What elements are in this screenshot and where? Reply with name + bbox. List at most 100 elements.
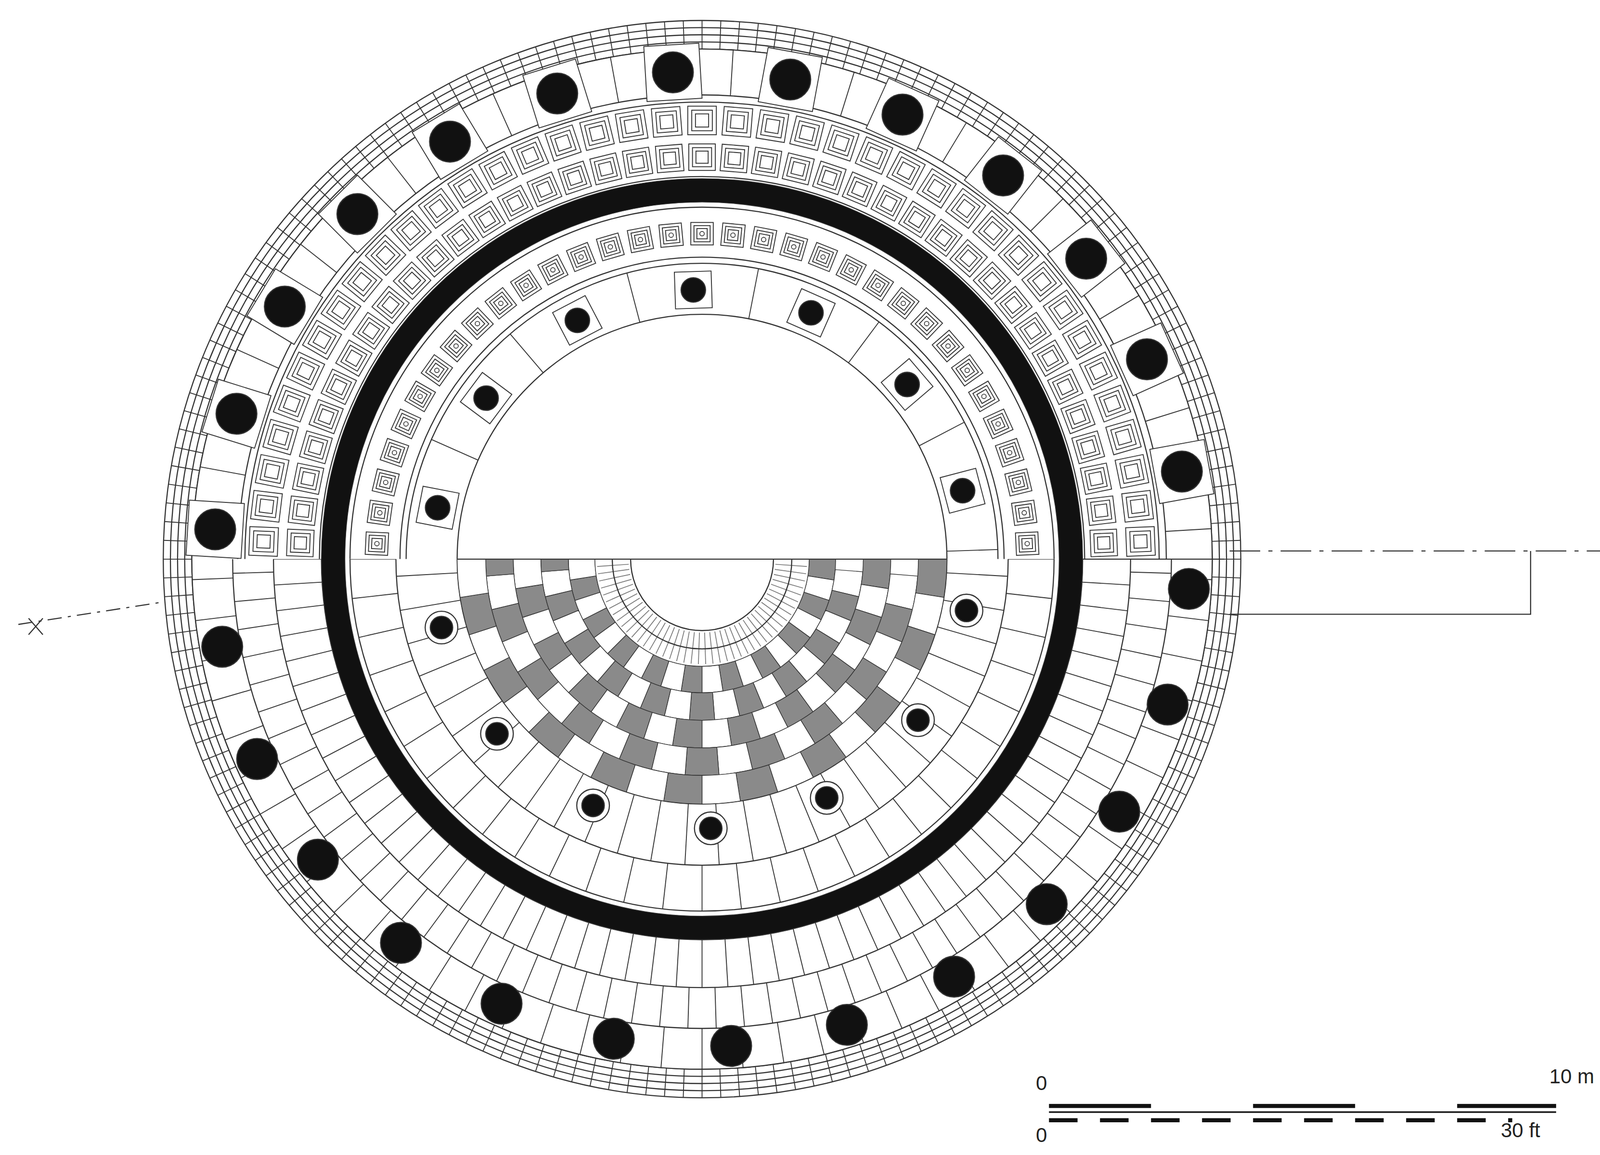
- joint-line: [245, 829, 270, 845]
- joint-line: [1107, 698, 1146, 713]
- column: [485, 722, 509, 746]
- joint-line: [249, 674, 290, 686]
- block-square: [448, 338, 464, 354]
- block-square: [1004, 240, 1033, 270]
- joint-line: [892, 798, 922, 835]
- joint-line: [1104, 873, 1127, 891]
- joint-line: [452, 775, 486, 809]
- joint-line: [1211, 594, 1240, 597]
- coffer-dot: [981, 394, 986, 399]
- block-square: [881, 358, 934, 411]
- block-square: [816, 250, 830, 264]
- block-square: [1037, 345, 1064, 372]
- joint-line: [909, 1025, 922, 1052]
- block-square: [335, 340, 373, 377]
- block-square: [1119, 459, 1144, 484]
- joint-line: [503, 896, 526, 939]
- joint-line: [526, 906, 546, 951]
- joint-line: [164, 594, 194, 597]
- joint-line: [1204, 647, 1233, 653]
- joint-line: [396, 572, 458, 577]
- block-square: [594, 157, 618, 181]
- joint-line: [1152, 798, 1178, 813]
- block-square: [511, 136, 549, 175]
- joint-line: [424, 904, 449, 938]
- block-square: [782, 153, 815, 186]
- block-square: [465, 312, 489, 336]
- joint-line: [893, 1032, 904, 1059]
- block-square: [821, 170, 838, 186]
- column: [950, 478, 975, 504]
- joint-line: [184, 699, 212, 708]
- block-square: [516, 141, 544, 169]
- block-square: [655, 110, 678, 133]
- block-square: [387, 446, 401, 460]
- column: [769, 59, 811, 101]
- joint-line: [1143, 289, 1169, 305]
- block-square: [515, 274, 538, 297]
- block-square: [545, 262, 560, 277]
- block-square: [589, 153, 622, 186]
- coffer-dot: [965, 368, 970, 373]
- block-square: [1019, 317, 1046, 345]
- joint-line: [327, 926, 348, 947]
- block-square: [567, 170, 583, 186]
- block-square: [531, 176, 557, 202]
- joint-line: [1140, 725, 1179, 741]
- block-square: [991, 417, 1005, 431]
- block-square: [1062, 320, 1102, 360]
- block-square: [300, 471, 316, 487]
- block-square: [302, 320, 342, 360]
- joint-line: [1027, 756, 1069, 782]
- block-square: [321, 369, 357, 405]
- block-square: [751, 147, 782, 178]
- coffer-dot: [453, 343, 459, 349]
- joint-line: [899, 885, 925, 927]
- block-square: [1021, 261, 1063, 303]
- block-square: [444, 334, 468, 358]
- joint-line: [500, 59, 511, 87]
- column-base: [694, 812, 728, 845]
- coffer-dot: [730, 232, 736, 238]
- joint-line: [848, 322, 879, 363]
- block-square: [1018, 535, 1036, 553]
- joint-line: [571, 1054, 579, 1083]
- ring-line: [612, 559, 792, 650]
- block-square: [286, 352, 325, 391]
- joint-line: [535, 1044, 545, 1072]
- block-square: [418, 188, 459, 229]
- coffer-dot: [403, 421, 409, 426]
- block-square: [955, 359, 979, 382]
- coffer-dot: [1007, 450, 1012, 455]
- floor-cell: [486, 574, 519, 610]
- joint-line: [496, 944, 515, 981]
- block-square: [1042, 349, 1059, 367]
- joint-line: [650, 800, 661, 861]
- joint-line: [770, 857, 781, 903]
- block-square: [425, 359, 449, 382]
- joint-line: [289, 212, 311, 232]
- block-square: [1089, 362, 1108, 380]
- joint-line: [163, 558, 192, 560]
- joint-line: [1043, 938, 1063, 960]
- joint-line: [972, 992, 988, 1017]
- block-square: [615, 109, 648, 143]
- block-square: [368, 535, 386, 553]
- block-square: [976, 389, 991, 404]
- joint-line: [585, 848, 602, 892]
- joint-line: [322, 735, 365, 759]
- block-square: [757, 233, 770, 246]
- block-square: [932, 330, 965, 362]
- ring-line: [192, 559, 1213, 1070]
- joint-line: [1212, 540, 1241, 542]
- floor-cell: [689, 692, 715, 721]
- block-square: [722, 106, 753, 138]
- joint-line: [171, 647, 200, 653]
- block-square: [688, 143, 716, 171]
- joint-line: [1015, 775, 1055, 803]
- joint-line: [1161, 653, 1202, 662]
- block-square: [489, 161, 507, 180]
- block-square: [935, 229, 953, 247]
- joint-line: [876, 1038, 887, 1066]
- coffer-dot: [875, 283, 880, 288]
